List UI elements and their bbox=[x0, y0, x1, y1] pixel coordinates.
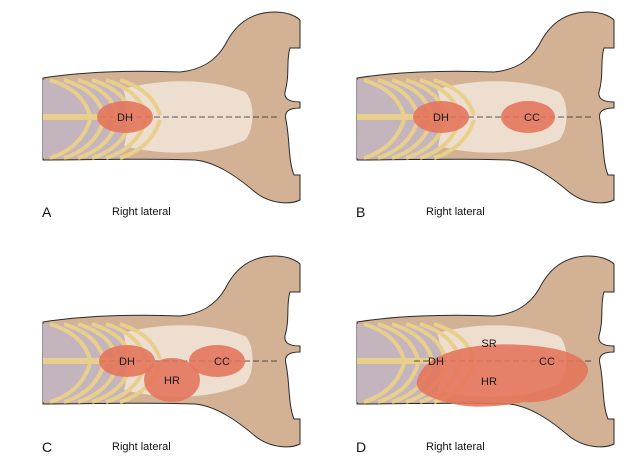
panel-a: DH A Right lateral bbox=[0, 0, 314, 234]
rib bbox=[49, 78, 92, 116]
rib bbox=[363, 363, 406, 404]
region-label-hr: HR bbox=[164, 375, 180, 387]
region-cc bbox=[501, 101, 555, 133]
rib bbox=[119, 119, 162, 160]
rib bbox=[49, 363, 92, 404]
panel-b: DH CC B Right lateral bbox=[314, 0, 628, 234]
region-label-dh: DH bbox=[433, 112, 449, 124]
panel-caption: Right lateral bbox=[112, 441, 171, 453]
rib bbox=[119, 322, 162, 360]
region-hr bbox=[144, 358, 200, 402]
rib bbox=[377, 363, 420, 404]
rib bbox=[119, 78, 162, 116]
panel-caption: Right lateral bbox=[426, 441, 485, 453]
rib bbox=[433, 119, 476, 160]
sternum bbox=[357, 358, 432, 364]
sternum bbox=[43, 358, 118, 364]
panel-letter: D bbox=[356, 439, 367, 455]
panel-letter: C bbox=[42, 439, 53, 455]
rib bbox=[363, 119, 406, 160]
region-dh bbox=[413, 101, 469, 133]
dog-ventral-illustration: DH CC HR bbox=[42, 255, 301, 448]
region-label-sr: SR bbox=[481, 338, 496, 350]
sternum bbox=[43, 114, 118, 120]
region-label-cc: CC bbox=[524, 112, 540, 124]
rib bbox=[49, 119, 92, 160]
dog-ventral-illustration: DH CC bbox=[356, 11, 615, 204]
dog-ventral-illustration: DH SR CC HR bbox=[356, 255, 615, 448]
region-dh bbox=[97, 101, 153, 133]
region-label-dh: DH bbox=[119, 356, 135, 368]
rib bbox=[363, 322, 406, 360]
sternum bbox=[357, 114, 432, 120]
region-label-cc: CC bbox=[539, 356, 555, 368]
rib bbox=[49, 322, 92, 360]
region-label-dh: DH bbox=[117, 112, 133, 124]
rib bbox=[377, 322, 420, 360]
panel-letter: B bbox=[356, 204, 366, 220]
region-dh bbox=[99, 345, 155, 377]
panel-letter: A bbox=[42, 204, 52, 220]
region-cc bbox=[189, 345, 245, 377]
rib bbox=[363, 78, 406, 116]
combined-region bbox=[416, 344, 589, 407]
panel-c: DH CC HR C Right lateral bbox=[0, 235, 314, 469]
rib bbox=[391, 322, 434, 360]
dog-ventral-illustration: DH bbox=[42, 11, 301, 204]
panel-d: DH SR CC HR D Right lateral bbox=[314, 235, 628, 469]
rib bbox=[433, 78, 476, 116]
panel-caption: Right lateral bbox=[426, 206, 485, 218]
region-label-cc: CC bbox=[214, 356, 230, 368]
region-label-dh: DH bbox=[428, 356, 444, 368]
panel-caption: Right lateral bbox=[112, 206, 171, 218]
region-label-hr: HR bbox=[481, 376, 497, 388]
